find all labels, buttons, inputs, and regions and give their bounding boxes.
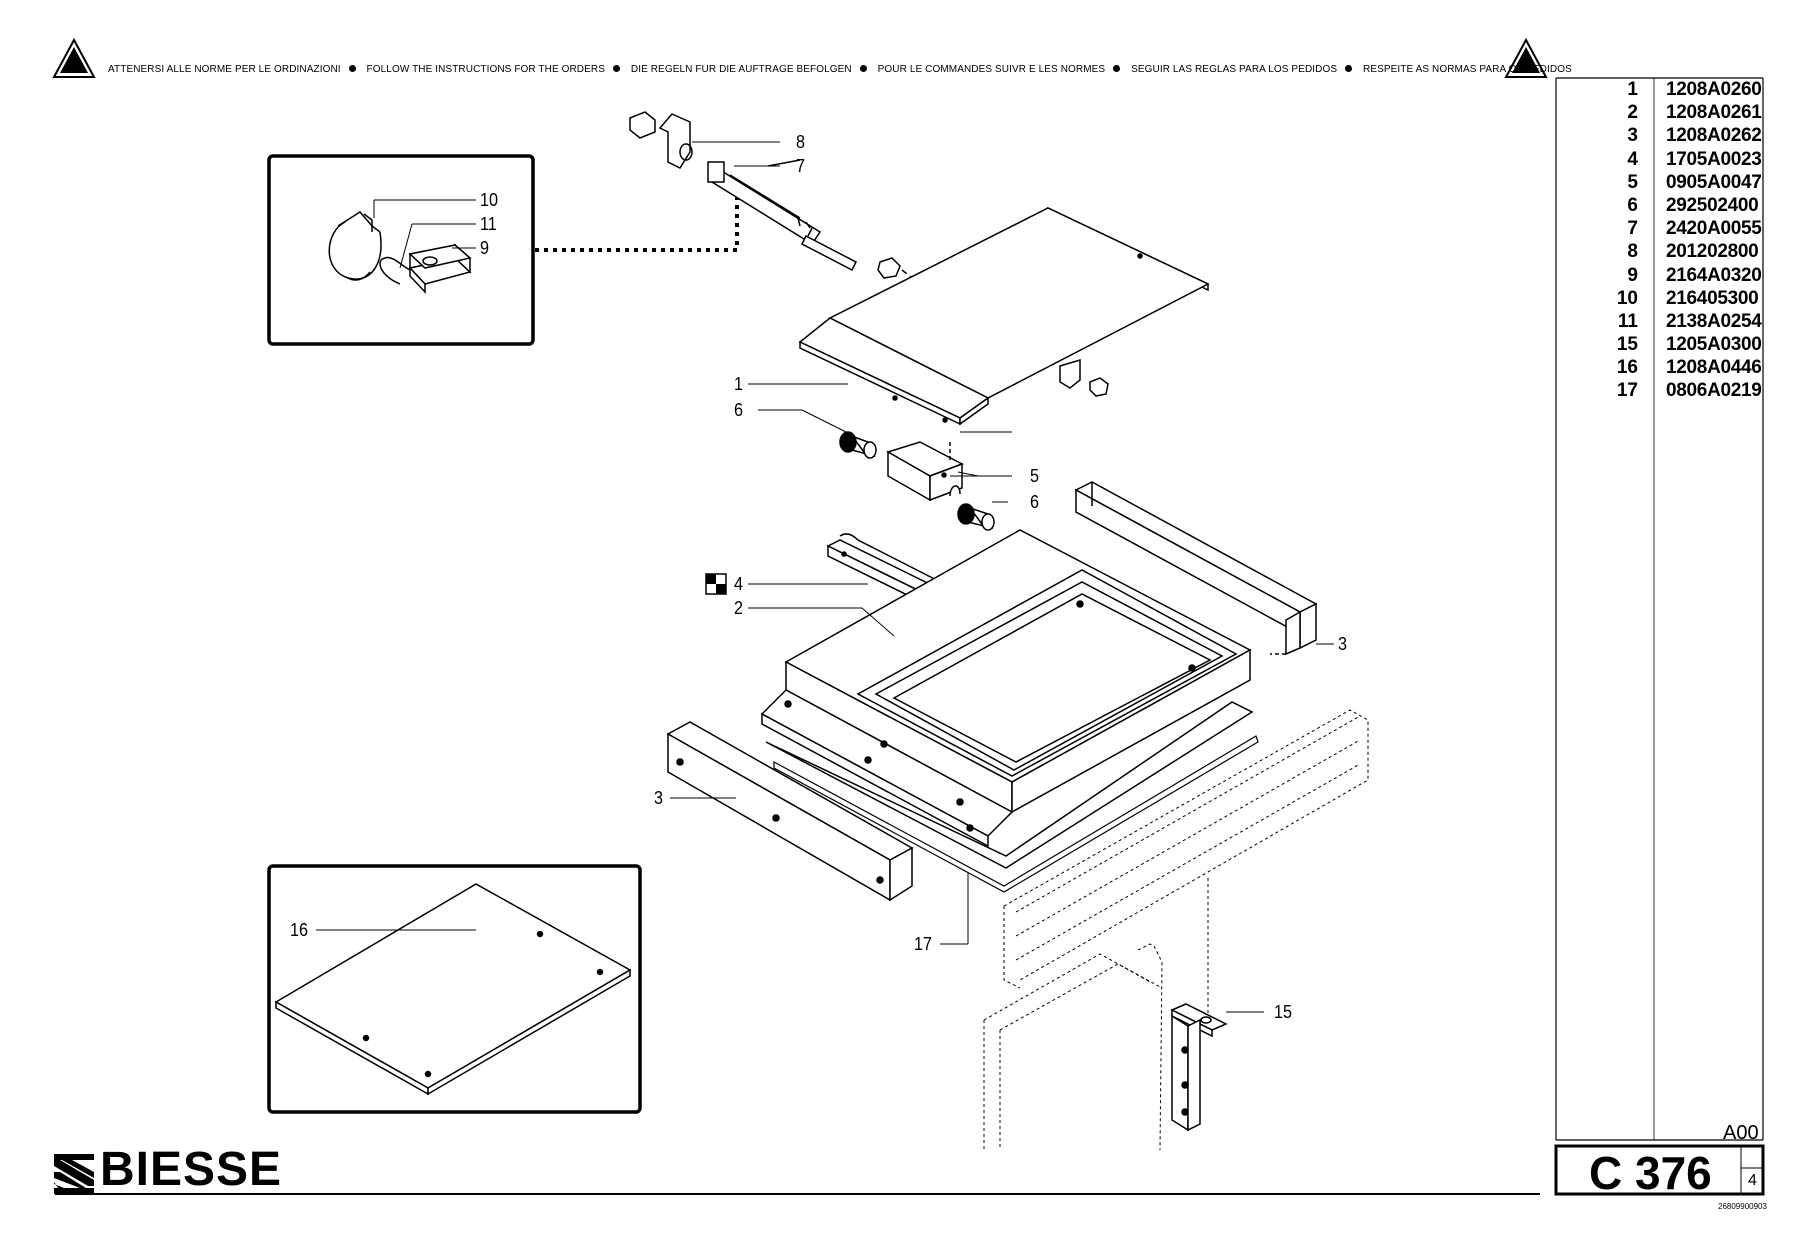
warning-es: SEGUIR LAS REGLAS PARA LOS PEDIDOS	[1131, 64, 1338, 75]
parts-list: 1 1208A0260 2 1208A0261 3 1208A0262 4 1705A0…	[1559, 78, 1764, 403]
callout-1: 1	[734, 374, 744, 394]
part-code: 292502400	[1666, 194, 1759, 216]
part-number: 2	[1627, 102, 1638, 124]
warning-triangle-icon	[52, 37, 96, 78]
parts-list-row: 7 2420A0055	[1559, 217, 1764, 240]
part-number: 7	[1627, 218, 1638, 240]
drawing-frame	[55, 77, 1765, 1196]
callout-5: 5	[1030, 466, 1040, 486]
parts-list-row: 8 201202800	[1559, 240, 1764, 263]
part-code: 1205A0300	[1666, 334, 1762, 356]
sensor-assembly	[328, 211, 472, 294]
document-number: 26809900903	[1718, 1202, 1767, 1211]
part-number: 16	[1616, 357, 1638, 379]
callout-15: 15	[1274, 1002, 1293, 1022]
detail-box-sensor	[267, 154, 535, 346]
part-code: 201202800	[1666, 241, 1759, 263]
parts-list-row: 3 1208A0262	[1559, 124, 1764, 147]
side-bar-left	[666, 721, 914, 902]
parts-list-row: 11 2138A0254	[1559, 310, 1764, 333]
part-code: 1208A0260	[1666, 79, 1762, 100]
warning-triangle-icon	[1504, 37, 1548, 78]
part-number: 11	[1617, 310, 1638, 332]
base-plate	[274, 883, 632, 1096]
parts-list-row: 17 0806A0219	[1559, 379, 1764, 402]
parts-list-row: 4 1705A0023	[1559, 148, 1764, 171]
side-bar-right	[1074, 481, 1318, 656]
callout-6: 6	[734, 400, 744, 420]
warning-en: FOLLOW THE INSTRUCTIONS FOR THE ORDERS	[366, 64, 605, 75]
callout-2: 2	[734, 598, 744, 618]
dotted-connector	[535, 196, 739, 252]
callout-4: 4	[734, 574, 744, 594]
sheet-code: C 376	[1589, 1147, 1712, 1199]
part-code: 2138A0254	[1666, 310, 1762, 332]
bullet-icon	[613, 64, 620, 72]
callout-17: 17	[914, 934, 933, 954]
callout-3: 3	[654, 788, 664, 808]
parts-list-row: 10 216405300	[1559, 287, 1764, 310]
part-code: 1208A0446	[1666, 357, 1762, 379]
biesse-stripes-icon	[54, 1154, 94, 1194]
order-instructions: ATTENERSI ALLE NORME PER LE ORDINAZIONI …	[108, 64, 1572, 75]
callout-16: 16	[290, 920, 309, 940]
part-code: 1705A0023	[1666, 148, 1762, 170]
leader-lines	[316, 141, 1334, 1013]
part-number: 15	[1616, 334, 1638, 356]
callout-10: 10	[480, 190, 499, 210]
sheet-page-number: 4	[1748, 1172, 1757, 1189]
part-code: 2164A0320	[1666, 264, 1762, 286]
mounting-bracket	[1170, 1003, 1228, 1132]
machine-base-outline	[983, 709, 1369, 1151]
part-number: 9	[1627, 264, 1638, 286]
part-number: 3	[1627, 125, 1638, 147]
part-code: 216405300	[1666, 287, 1759, 309]
callout-6: 6	[1030, 492, 1040, 512]
part-code: 2420A0055	[1666, 218, 1762, 240]
biesse-logo: BIESSE	[100, 1143, 283, 1196]
callout-11: 11	[480, 214, 497, 234]
bushing	[839, 431, 877, 459]
parts-list-row: 2 1208A0261	[1559, 101, 1764, 124]
part-number: 17	[1616, 380, 1638, 402]
parts-list-row: 1 1208A0260	[1559, 78, 1764, 101]
part-number: 10	[1616, 287, 1638, 309]
parts-list-row: 15 1205A0300	[1559, 333, 1764, 356]
part-number: 6	[1627, 194, 1638, 216]
bullet-icon	[348, 64, 356, 72]
parts-list-row: 5 0905A0047	[1559, 171, 1764, 194]
bullet-icon	[1113, 64, 1121, 72]
parts-list-row: 6 292502400	[1559, 194, 1764, 217]
callout-9: 9	[480, 238, 490, 258]
part-number: 1	[1627, 79, 1638, 100]
carriage-frame	[760, 529, 1254, 869]
parts-list-row: 16 1208A0446	[1559, 356, 1764, 379]
part-code: 1208A0261	[1666, 102, 1762, 124]
warning-pt: RESPEITE AS NORMAS PARA OS PEDIDOS	[1363, 64, 1572, 75]
revision-label: A00	[1723, 1122, 1759, 1144]
warning-it: ATTENERSI ALLE NORME PER LE ORDINAZIONI	[108, 64, 341, 75]
part-code: 0806A0219	[1666, 380, 1762, 402]
part-number: 5	[1627, 171, 1638, 193]
bullet-icon	[1345, 64, 1353, 72]
top-plate	[798, 206, 1210, 426]
bullet-icon	[859, 64, 867, 72]
callout-3: 3	[1338, 634, 1348, 654]
callout-7: 7	[796, 156, 806, 176]
new-part-marker-icon	[705, 573, 727, 595]
bushing	[957, 503, 995, 531]
bearing-block	[886, 441, 964, 502]
part-code: 0905A0047	[1666, 171, 1762, 193]
detail-box-plate	[267, 864, 642, 1114]
gasket	[773, 735, 1259, 893]
part-number: 8	[1627, 241, 1638, 263]
parts-list-row: 9 2164A0320	[1559, 264, 1764, 287]
cylinder-assembly	[629, 111, 921, 285]
part-code: 1208A0262	[1666, 125, 1762, 147]
warning-de: DIE REGELN FUR DIE AUFTRAGE BEFOLGEN	[630, 64, 852, 75]
warning-fr: POUR LE COMMANDES SUIVR E LES NORMES	[877, 64, 1106, 75]
callout-8: 8	[796, 132, 806, 152]
part-number: 4	[1627, 148, 1638, 170]
